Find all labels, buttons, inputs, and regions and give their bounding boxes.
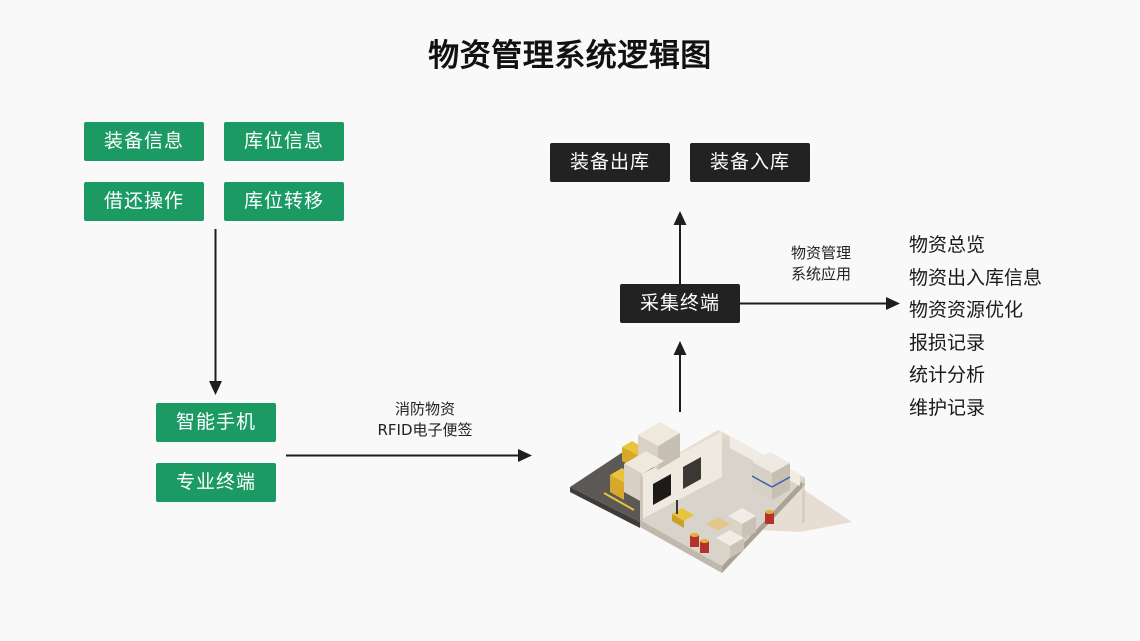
feature-item: 物资总览 [909, 234, 986, 256]
feature-item: 维护记录 [909, 396, 986, 419]
page-title: 物资管理系统逻辑图 [428, 38, 712, 74]
arrow-down-to-devices [209, 229, 222, 395]
feature-item: 统计分析 [909, 364, 986, 386]
box-equipment-outbound: 装备出库 [550, 143, 670, 182]
shelf-icon [751, 452, 791, 500]
pallet-icon [706, 517, 730, 531]
app-arrow-label: 物资管理 系统应用 [771, 243, 871, 285]
rfid-label-line2: RFID电子便签 [377, 421, 473, 439]
box-equipment-inbound: 装备入库 [690, 143, 810, 182]
warehouse-illustration-icon [570, 422, 852, 573]
feature-item: 物资资源优化 [909, 299, 1024, 321]
arrow-to-warehouse [286, 449, 532, 462]
box-equipment-info: 装备信息 [84, 122, 204, 161]
arrow-to-features [740, 297, 900, 310]
box-smartphone: 智能手机 [156, 403, 276, 442]
box-collection-terminal: 采集终端 [620, 284, 740, 323]
box-location-info: 库位信息 [224, 122, 344, 161]
forklift-icon [672, 500, 694, 528]
app-label-line1: 物资管理 [790, 244, 851, 262]
rfid-arrow-label: 消防物资 RFID电子便签 [350, 399, 500, 441]
truck-icon [610, 451, 664, 502]
feature-item: 物资出入库信息 [909, 266, 1043, 289]
boxes-icon [716, 508, 756, 558]
barrel-icon [690, 510, 774, 553]
arrow-up-to-operations [673, 211, 687, 284]
feature-item: 报损记录 [909, 331, 986, 354]
arrow-up-to-collector [673, 341, 687, 412]
app-label-line2: 系统应用 [790, 265, 851, 283]
rfid-label-line1: 消防物资 [394, 400, 455, 418]
feature-list: 物资总览 物资出入库信息 物资资源优化 报损记录 统计分析 维护记录 [909, 229, 1042, 424]
box-location-transfer: 库位转移 [224, 182, 344, 221]
box-professional-terminal: 专业终端 [156, 463, 276, 502]
box-borrow-return: 借还操作 [84, 182, 204, 221]
